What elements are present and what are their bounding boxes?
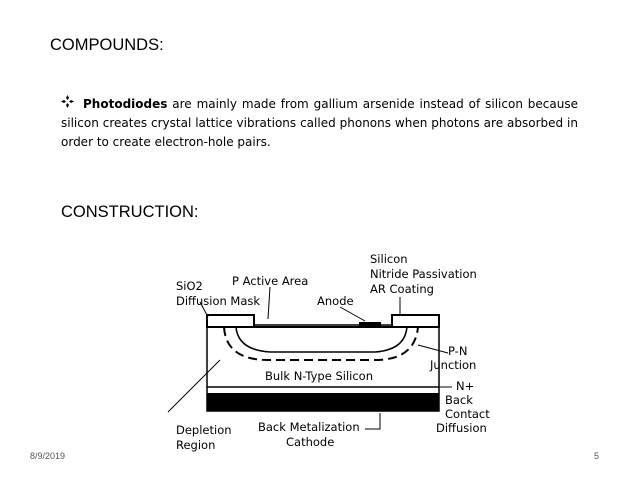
footer-date: 8/9/2019 [30, 451, 66, 461]
p-active-area [235, 326, 408, 353]
depletion-region [223, 326, 419, 361]
label-depletion: Depletion [176, 423, 232, 437]
label-nitride-passivation: Nitride Passivation [370, 267, 477, 281]
label-diffusion-mask: Diffusion Mask [176, 294, 260, 308]
photodiode-paragraph: Photodiodes are mainly made from gallium… [61, 95, 578, 152]
label-bulk-n-type-silicon: Bulk N-Type Silicon [265, 369, 373, 383]
label-ar-coating: AR Coating [370, 282, 434, 296]
diamond-bullet-icon [61, 95, 75, 114]
label-p-active-area: P Active Area [232, 274, 308, 288]
label-n-plus: N+ [456, 379, 474, 393]
label-junction: Junction [429, 358, 476, 372]
label-back: Back [445, 393, 473, 407]
photodiode-construction-diagram: SiO2 Diffusion Mask P Active Area Anode … [167, 252, 490, 452]
label-anode: Anode [317, 294, 354, 308]
sio2-mask-left [206, 314, 255, 328]
label-p-n: P-N [448, 344, 467, 358]
label-region: Region [176, 438, 215, 452]
compounds-heading: COMPOUNDS: [50, 36, 164, 54]
back-metalization [207, 393, 439, 411]
paragraph-bold-term: Photodiodes [83, 97, 168, 111]
label-silicon: Silicon [370, 252, 408, 266]
page-number: 5 [594, 451, 600, 461]
construction-heading: CONSTRUCTION: [61, 203, 199, 221]
paragraph-text: are mainly made from gallium arsenide in… [61, 97, 578, 149]
anode-contact [359, 322, 381, 328]
label-back-metalization: Back Metalization [258, 420, 360, 434]
label-diffusion: Diffusion [436, 421, 487, 435]
label-contact: Contact [445, 407, 490, 421]
nitride-coating-right [391, 314, 440, 328]
label-cathode: Cathode [286, 435, 334, 449]
label-sio2: SiO2 [176, 279, 203, 293]
